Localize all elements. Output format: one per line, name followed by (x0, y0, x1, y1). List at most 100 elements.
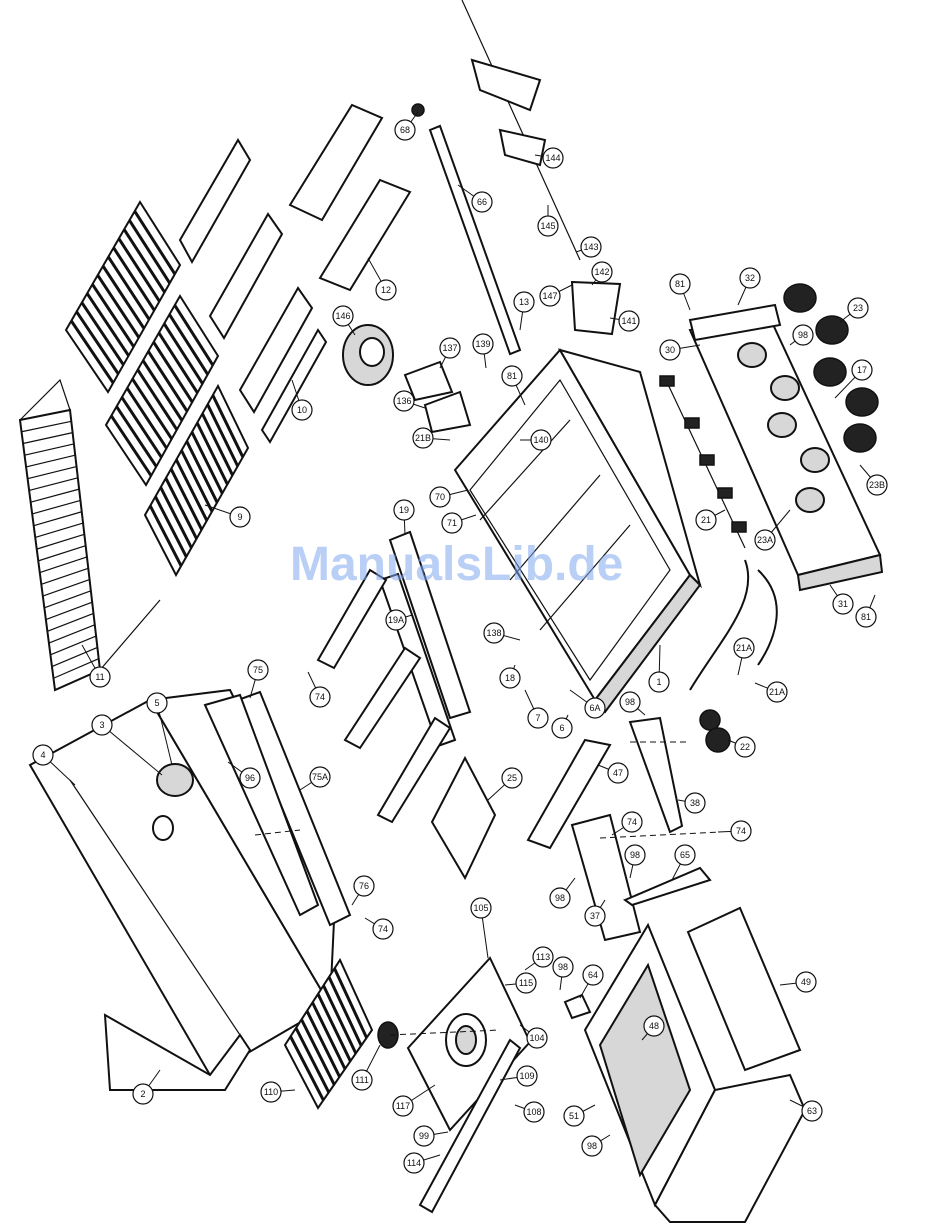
svg-text:147: 147 (542, 291, 557, 301)
callout-76: 76 (352, 876, 374, 905)
svg-text:137: 137 (442, 343, 457, 353)
svg-text:10: 10 (297, 405, 307, 415)
callout-110: 110 (261, 1082, 295, 1102)
svg-text:98: 98 (587, 1141, 597, 1151)
callout-145: 145 (538, 205, 558, 236)
svg-text:71: 71 (447, 518, 457, 528)
svg-text:21A: 21A (769, 687, 785, 697)
svg-text:75: 75 (253, 665, 263, 675)
svg-text:143: 143 (583, 242, 598, 252)
callout-68: 68 (395, 112, 418, 140)
rotisserie-motor (343, 325, 393, 385)
svg-text:30: 30 (665, 345, 675, 355)
motor-brackets (405, 362, 470, 432)
svg-text:98: 98 (555, 893, 565, 903)
knob-bezel (801, 448, 829, 472)
svg-text:98: 98 (625, 697, 635, 707)
callout-23B: 23B (860, 465, 887, 495)
svg-text:12: 12 (381, 285, 391, 295)
heat-shields (290, 105, 410, 290)
svg-text:140: 140 (533, 435, 548, 445)
callout-7: 7 (525, 690, 548, 728)
callout-137: 137 (440, 338, 460, 368)
callout-32: 32 (738, 268, 760, 305)
svg-text:37: 37 (590, 911, 600, 921)
svg-text:138: 138 (486, 628, 501, 638)
callout-12: 12 (368, 258, 396, 300)
callout-98-mid: 98 (625, 845, 645, 878)
svg-text:108: 108 (526, 1107, 541, 1117)
callout-30: 30 (660, 340, 700, 360)
svg-text:142: 142 (594, 267, 609, 277)
svg-text:9: 9 (237, 512, 242, 522)
svg-text:22: 22 (740, 742, 750, 752)
shelf-bracket (565, 995, 590, 1018)
callout-114: 114 (404, 1153, 440, 1173)
svg-text:51: 51 (569, 1111, 579, 1121)
svg-text:21A: 21A (736, 643, 752, 653)
callout-13: 13 (514, 292, 534, 330)
svg-text:7: 7 (535, 713, 540, 723)
svg-text:49: 49 (801, 977, 811, 987)
callout-117: 117 (393, 1085, 435, 1116)
svg-text:38: 38 (690, 798, 700, 808)
callout-98-cabinet: 98 (582, 1135, 610, 1156)
gas-hose-regulator (690, 560, 777, 752)
callout-74-burner: 74 (308, 672, 330, 707)
svg-text:1: 1 (656, 677, 661, 687)
svg-text:110: 110 (264, 1087, 278, 1097)
svg-text:11: 11 (95, 672, 104, 682)
svg-text:74: 74 (736, 826, 746, 836)
svg-text:136: 136 (396, 396, 411, 406)
svg-text:21: 21 (701, 515, 711, 525)
knob-bezel (796, 488, 824, 512)
callout-1: 1 (649, 645, 669, 692)
svg-text:139: 139 (475, 339, 490, 349)
svg-text:23A: 23A (757, 535, 773, 545)
svg-text:6: 6 (559, 723, 564, 733)
knob-bezel (768, 413, 796, 437)
svg-text:76: 76 (359, 881, 369, 891)
svg-text:3: 3 (99, 720, 104, 730)
callout-115: 115 (505, 973, 536, 993)
callout-31: 31 (830, 585, 853, 614)
svg-text:81: 81 (675, 279, 685, 289)
svg-text:115: 115 (519, 978, 533, 988)
callout-23: 23 (840, 298, 868, 322)
callout-47: 47 (598, 763, 628, 783)
knob-bezel (771, 376, 799, 400)
callout-6: 6 (552, 715, 572, 738)
svg-text:141: 141 (621, 316, 636, 326)
callout-108: 108 (515, 1102, 544, 1122)
cooking-grates (66, 202, 248, 575)
svg-text:81: 81 (861, 612, 871, 622)
watermark-text: ManualsLib.de (290, 538, 623, 591)
svg-text:66: 66 (477, 197, 487, 207)
side-burner-shelf (378, 958, 530, 1212)
knob-bezel (738, 343, 766, 367)
callout-81-top: 81 (670, 274, 690, 310)
callout-64: 64 (580, 965, 603, 998)
svg-text:13: 13 (519, 297, 529, 307)
callout-49: 49 (780, 972, 816, 992)
callout-25: 25 (488, 768, 522, 800)
svg-text:145: 145 (540, 221, 555, 231)
callout-81-bottom: 81 (856, 595, 876, 627)
svg-text:113: 113 (536, 952, 550, 962)
svg-text:31: 31 (838, 599, 848, 609)
svg-text:75A: 75A (312, 772, 328, 782)
svg-text:98: 98 (558, 962, 568, 972)
svg-text:98: 98 (630, 850, 640, 860)
svg-text:117: 117 (396, 1101, 410, 1111)
svg-text:68: 68 (400, 125, 410, 135)
callout-51: 51 (564, 1105, 595, 1126)
svg-text:105: 105 (473, 903, 488, 913)
svg-text:23: 23 (853, 303, 863, 313)
svg-text:19A: 19A (388, 615, 404, 625)
callout-98-frame: 98 (620, 692, 645, 715)
svg-text:63: 63 (807, 1106, 817, 1116)
callout-71: 71 (442, 513, 476, 533)
svg-text:111: 111 (355, 1075, 369, 1085)
callout-113: 113 (525, 947, 553, 970)
svg-text:144: 144 (545, 153, 560, 163)
